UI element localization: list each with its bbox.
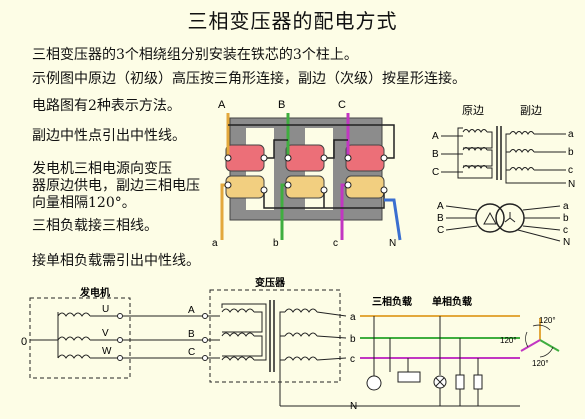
sym-a: a — [563, 201, 569, 212]
schem-c: c — [568, 165, 573, 176]
gen-V: V — [102, 328, 109, 339]
three-phase-load-label: 三相负载 — [372, 295, 412, 308]
transformer-label: 变压器 — [255, 276, 286, 289]
system-diagram: 发电机 0 U V W 变压器 A B C — [21, 276, 560, 412]
motor-load — [366, 375, 382, 391]
transformer-box — [209, 289, 341, 383]
delta-link-bc — [324, 139, 348, 159]
delta-link-ca — [228, 124, 395, 159]
generator-label: 发电机 — [79, 286, 110, 299]
phasor-diagram: 120° 120° 120° — [500, 316, 560, 368]
sym-B: B — [437, 213, 444, 224]
text-line-neutral: 副边中性点引出中性线。 — [32, 128, 186, 144]
sys-C: C — [188, 347, 195, 358]
sym-N: N — [563, 237, 570, 248]
single-phase-load-label: 单相负载 — [432, 295, 472, 308]
sys-c: c — [350, 354, 355, 365]
label-b: b — [273, 238, 279, 249]
generator-neutral-label: 0 — [21, 336, 27, 348]
sym-C: C — [437, 225, 444, 236]
three-phase-heater-load — [397, 371, 421, 383]
secondary-label: 副边 — [520, 104, 542, 117]
schem-N: N — [568, 179, 575, 190]
label-c: c — [333, 238, 338, 249]
sys-N: N — [350, 401, 357, 412]
sym-A: A — [437, 201, 444, 212]
schematic-diagram: 原边 副边 A B C a b c — [432, 104, 575, 190]
transformer-symbol: A B C a b c N — [437, 201, 570, 248]
text-line-single-phase-load: 接单相负载需引出中性线。 — [32, 253, 200, 269]
text-line-methods: 电路图有2种表示方法。 — [32, 98, 181, 114]
secondary-coil-b — [285, 175, 325, 199]
label-N: N — [389, 238, 396, 249]
sym-b: b — [563, 213, 569, 224]
generator-box — [29, 297, 131, 379]
label-a: a — [212, 238, 218, 249]
page-title: 三相变压器的配电方式 — [187, 9, 398, 33]
secondary-coil-a — [225, 175, 265, 199]
line-N — [384, 198, 402, 241]
resistor-load-2 — [473, 374, 483, 390]
phasor-angle-2: 120° — [500, 336, 517, 345]
label-A: A — [218, 99, 226, 111]
label-B: B — [278, 99, 285, 111]
schem-B: B — [432, 149, 439, 160]
text-line-connection: 示例图中原边（初级）高压按三角形连接，副边（次级）按星形连接。 — [32, 71, 466, 87]
sys-A: A — [188, 305, 195, 316]
primary-label: 原边 — [462, 104, 484, 117]
text-line-windings: 三相变压器的3个相绕组分别安装在铁芯的3个柱上。 — [32, 47, 358, 63]
schem-a: a — [568, 129, 574, 140]
phasor-angle-3: 120° — [532, 359, 549, 368]
text-line-three-phase-load: 三相负载接三相线。 — [32, 218, 158, 234]
text-line-supply-2: 器原边供电，副边三相电压 — [32, 178, 200, 194]
delta-link-ab — [264, 139, 288, 159]
schem-A: A — [432, 131, 439, 142]
sys-a: a — [350, 312, 356, 323]
text-line-supply-3: 向量相隔120°。 — [32, 195, 136, 211]
phasor-angle-1: 120° — [539, 316, 556, 325]
sys-B: B — [188, 329, 195, 340]
transformer-core-diagram: A B C a b c N — [212, 99, 402, 249]
text-line-supply-1: 发电机三相电源向变压 — [32, 161, 172, 177]
label-C: C — [338, 99, 346, 111]
gen-U: U — [102, 304, 109, 315]
primary-coil-c — [345, 144, 385, 172]
primary-coil-b — [285, 144, 325, 172]
schem-C: C — [432, 167, 439, 178]
schem-b: b — [568, 147, 574, 158]
secondary-coil-c — [345, 175, 385, 199]
sym-c: c — [563, 225, 568, 236]
resistor-load-1 — [455, 374, 465, 390]
sys-b: b — [350, 334, 356, 345]
primary-coil-a — [225, 144, 265, 172]
gen-W: W — [102, 346, 112, 357]
